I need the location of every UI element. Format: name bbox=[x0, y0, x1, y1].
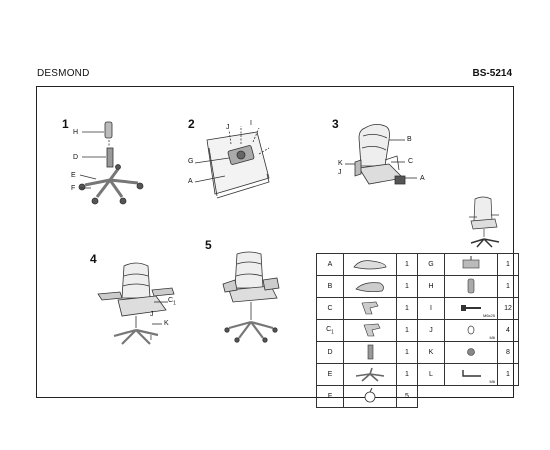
callout-j-4: J bbox=[150, 311, 154, 318]
callout-j-3: J bbox=[338, 169, 342, 176]
part-letter: D bbox=[316, 341, 344, 364]
armrest-right-part-icon bbox=[363, 323, 381, 336]
callout-j: J bbox=[226, 124, 230, 131]
parts-row: C1 1 J M6 4 bbox=[316, 319, 519, 342]
caster-part-icon bbox=[364, 387, 376, 402]
part-qty: 1 bbox=[396, 275, 418, 298]
step-2-seat-illustration bbox=[194, 126, 270, 199]
part-letter: C bbox=[316, 297, 344, 320]
parts-row: F 5 bbox=[316, 385, 519, 408]
part-letter: L bbox=[417, 363, 445, 386]
finished-chair-preview bbox=[469, 196, 500, 248]
part-qty: 1 bbox=[497, 275, 519, 298]
step-2-number: 2 bbox=[188, 117, 195, 131]
part-letter: E bbox=[316, 363, 344, 386]
backrest-part-icon bbox=[355, 281, 384, 292]
callout-b: B bbox=[407, 136, 412, 143]
part-image bbox=[444, 275, 498, 298]
step-1-base-illustration bbox=[78, 121, 144, 205]
parts-row: C 1 I M6x25 12 bbox=[316, 297, 519, 320]
step-5-number: 5 bbox=[205, 238, 212, 252]
callout-i: I bbox=[250, 120, 252, 127]
callout-c1: C1 bbox=[168, 297, 176, 307]
step-3-backrest-illustration bbox=[345, 124, 417, 185]
parts-row: A 1 G 1 bbox=[316, 253, 519, 276]
part-image: M6 bbox=[444, 363, 498, 386]
part-letter: K bbox=[417, 341, 445, 364]
parts-row: B 1 H 1 bbox=[316, 275, 519, 298]
callout-i-4: I bbox=[150, 335, 152, 342]
parts-row: E 1 L M6 1 bbox=[316, 363, 519, 386]
star-base-part-icon bbox=[355, 367, 385, 382]
part-qty: 4 bbox=[497, 319, 519, 342]
part-letter: J bbox=[417, 319, 445, 342]
callout-e: E bbox=[71, 172, 76, 179]
callout-f: F bbox=[71, 185, 76, 192]
part-image bbox=[444, 341, 498, 364]
empty-cell bbox=[445, 386, 498, 408]
part-letter: I bbox=[417, 297, 445, 320]
part-image bbox=[343, 253, 397, 276]
callout-c: C bbox=[408, 158, 414, 165]
callout-a-3: A bbox=[420, 175, 425, 182]
armrest-part-icon bbox=[361, 301, 379, 314]
part-qty: 1 bbox=[396, 363, 418, 386]
step-4-armrest-illustration bbox=[97, 262, 175, 345]
callout-a: A bbox=[188, 178, 193, 185]
part-letter: H bbox=[417, 275, 445, 298]
part-qty: 1 bbox=[497, 253, 519, 276]
gas-lift-part-icon bbox=[367, 344, 374, 359]
part-image bbox=[343, 319, 397, 342]
callout-g: G bbox=[188, 158, 194, 165]
allen-key-part-icon bbox=[462, 369, 481, 377]
part-qty: 5 bbox=[396, 385, 418, 408]
callout-h: H bbox=[73, 129, 79, 136]
bolt-part-icon bbox=[461, 304, 481, 311]
step-1-number: 1 bbox=[62, 117, 69, 131]
part-qty: 1 bbox=[396, 297, 418, 320]
part-qty: 1 bbox=[396, 319, 418, 342]
part-qty: 1 bbox=[497, 363, 519, 386]
part-letter: F bbox=[316, 385, 344, 408]
step-4-number: 4 bbox=[90, 252, 97, 266]
part-image bbox=[444, 253, 498, 276]
product-code: BS-5214 bbox=[472, 68, 512, 79]
part-image: M6 bbox=[444, 319, 498, 342]
part-letter: C1 bbox=[316, 319, 344, 342]
empty-cell bbox=[498, 386, 519, 408]
step-5-chair-illustration bbox=[222, 251, 280, 343]
gas-lift-cover-icon bbox=[467, 278, 475, 293]
part-letter: A bbox=[316, 253, 344, 276]
part-qty: 8 bbox=[497, 341, 519, 364]
nut-part-icon bbox=[467, 347, 475, 356]
part-qty: 12 bbox=[497, 297, 519, 320]
empty-cell bbox=[418, 386, 445, 408]
part-image bbox=[343, 363, 397, 386]
part-letter: B bbox=[316, 275, 344, 298]
step-3-number: 3 bbox=[332, 117, 339, 131]
mechanism-part-icon bbox=[462, 255, 480, 268]
callout-k-4: K bbox=[164, 320, 169, 327]
callout-k: K bbox=[338, 160, 343, 167]
part-image bbox=[343, 275, 397, 298]
instruction-frame bbox=[36, 86, 514, 398]
part-image: M6x25 bbox=[444, 297, 498, 320]
part-image bbox=[343, 385, 397, 408]
part-letter: G bbox=[417, 253, 445, 276]
parts-list-table: A 1 G 1 B 1 H 1 C 1 I M6x25 12 C1 1 J M6… bbox=[316, 253, 519, 408]
part-image bbox=[343, 341, 397, 364]
parts-row: D 1 K 8 bbox=[316, 341, 519, 364]
washer-part-icon bbox=[467, 325, 475, 334]
part-qty: 1 bbox=[396, 341, 418, 364]
part-image bbox=[343, 297, 397, 320]
seat-part-icon bbox=[353, 259, 387, 269]
product-name: DESMOND bbox=[37, 68, 90, 79]
part-qty: 1 bbox=[396, 253, 418, 276]
callout-d: D bbox=[73, 154, 79, 161]
